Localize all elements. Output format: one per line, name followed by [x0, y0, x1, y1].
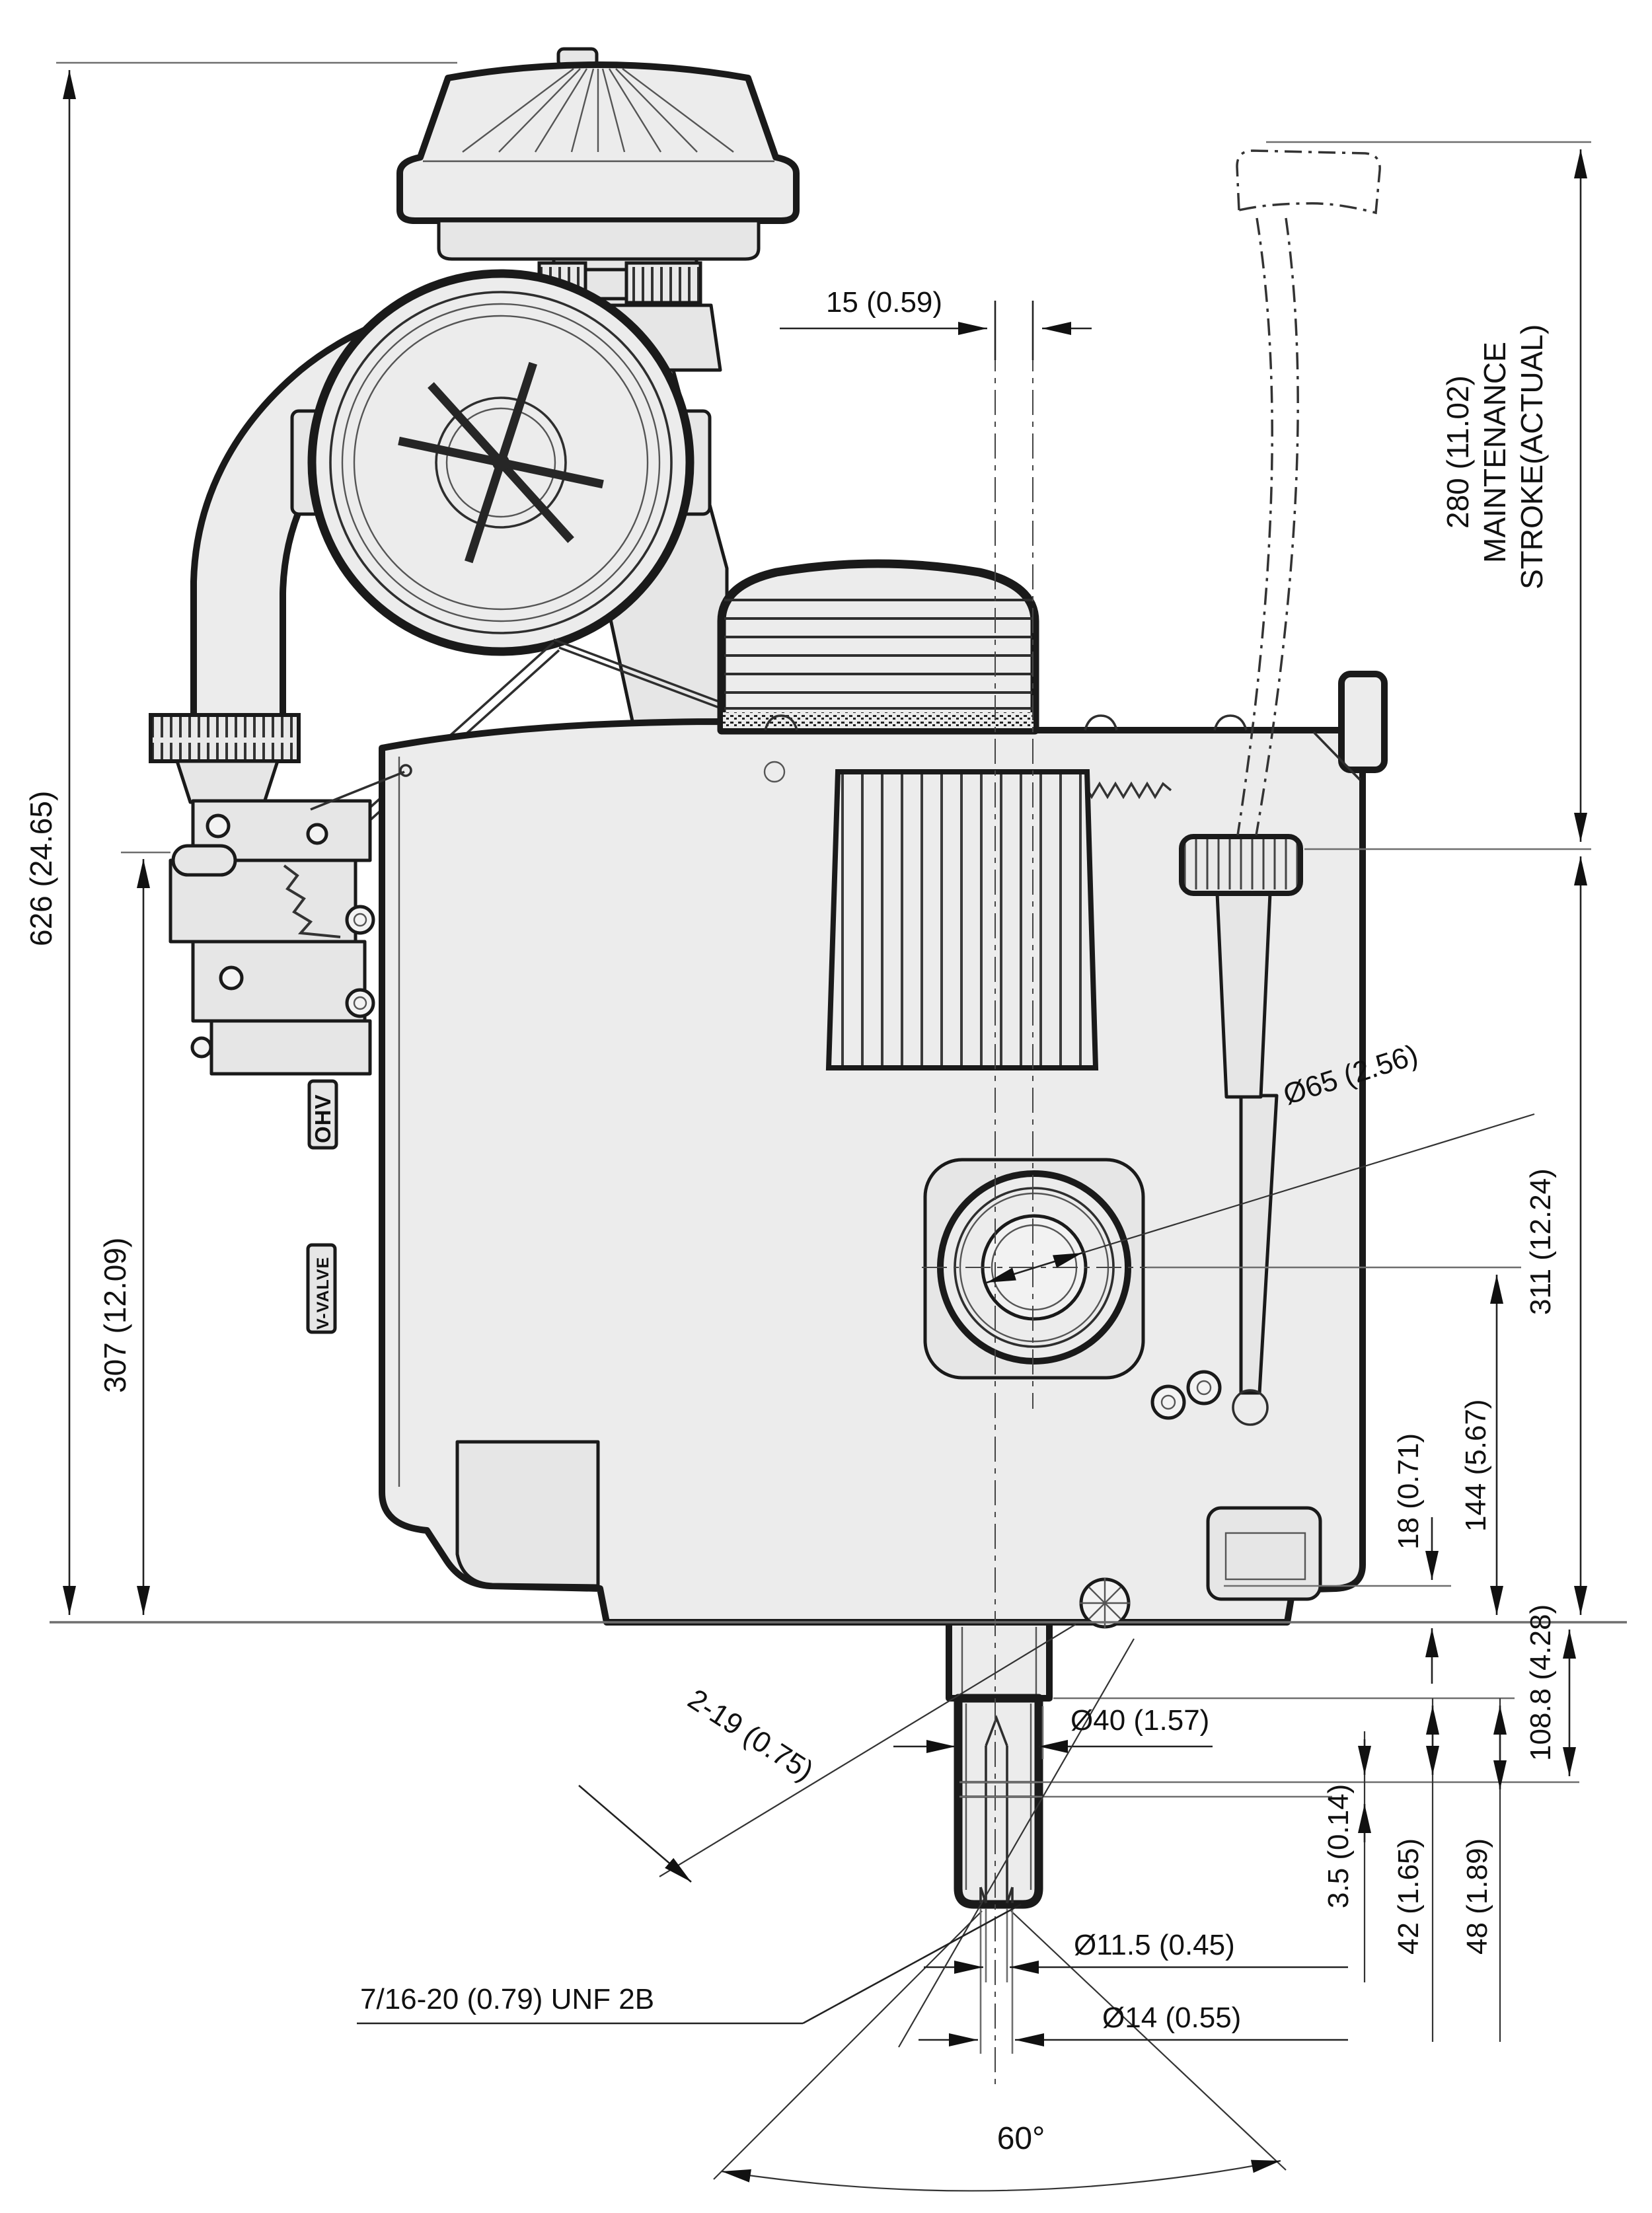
fuel-inlet-fitting: [171, 844, 237, 877]
oil-filler: [1179, 834, 1303, 1099]
centerlines: [922, 303, 1155, 2088]
badge-ohv-plate: OHV: [307, 1079, 338, 1150]
cylinder-fin-stack: [825, 769, 1099, 1070]
air-cleaner-precleaner-cap: [396, 47, 800, 261]
thread-callout-leader: [802, 1903, 1022, 2025]
label-drill-angle: 60°: [997, 2121, 1045, 2156]
reference-lines: [50, 61, 1627, 2054]
neck-clamp-right: [624, 261, 702, 305]
badge-vvalve-label: V-VALVE: [314, 1257, 332, 1330]
label-shaft-dia: Ø40 (1.57): [1070, 1704, 1209, 1737]
label-maintenance-value: 280 (11.02): [1441, 375, 1475, 529]
label-overall-height: 626 (24.65): [24, 791, 58, 946]
precleaner-pleats: [423, 68, 774, 163]
mount-hole-symbol: [1079, 1577, 1131, 1629]
dim-line-mount-holes: [578, 1785, 692, 1883]
dipstick-raised-phantom: [1236, 149, 1381, 836]
output-shaft: [946, 1619, 1053, 1909]
badge-ohv-label: OHV: [311, 1094, 335, 1143]
label-maintenance-line1: MAINTENANCE: [1478, 342, 1512, 563]
cylinder-head-fin-dome: [717, 559, 1039, 735]
oil-filler-cap: [1179, 834, 1303, 896]
ext-line-mount-holes-a: [659, 1624, 1076, 1877]
crankcase-boss: [946, 1619, 1053, 1702]
elbow-hose-clamp: [149, 713, 301, 763]
label-pilot-dia: Ø14 (0.55): [1102, 2002, 1241, 2034]
carb-inlet-duct: [175, 759, 280, 804]
label-pan-step-height: 18 (0.71): [1392, 1433, 1425, 1550]
label-shaft-length: 108.8 (4.28): [1524, 1604, 1557, 1761]
label-pto-face-height: 311 (12.24): [1524, 1168, 1557, 1315]
label-offset-top: 15 (0.59): [826, 286, 942, 319]
lower-right-fitting: [1206, 1506, 1322, 1601]
badge-vvalve-plate: V-VALVE: [306, 1243, 337, 1334]
engine-illustration: OHV V-VALVE: [149, 47, 1388, 2192]
label-thread-spec: 7/16-20 (0.79) UNF 2B: [360, 1983, 654, 2015]
air-cleaner-canister: [290, 269, 712, 656]
carburetor-cluster: [169, 764, 412, 1076]
label-groove-pos2: 48 (1.89): [1461, 1838, 1493, 1955]
label-mount-holes: 2-19 (0.75): [682, 1683, 819, 1787]
label-groove-width: 3.5 (0.14): [1322, 1784, 1355, 1908]
label-groove-pos1: 42 (1.65): [1392, 1838, 1425, 1955]
shaft-dia40: [954, 1694, 1043, 1909]
shroud-corner: [1338, 671, 1388, 773]
dimension-lines: [63, 70, 1587, 2048]
label-pilot-dia-minor: Ø11.5 (0.45): [1074, 1929, 1235, 1961]
engine-block: [379, 718, 1366, 1626]
carb-spring: [283, 864, 341, 938]
tapped-hole: [979, 1714, 1014, 1904]
dim-line-pto-bore: [986, 1252, 1083, 1284]
oil-pan-step: [455, 1440, 600, 1588]
label-crank-center-height: 144 (5.67): [1460, 1399, 1492, 1532]
label-maintenance-line2: STROKE(ACTUAL): [1515, 324, 1549, 589]
ext-line-mount-holes-b: [898, 1638, 1135, 2048]
label-carb-height: 307 (12.09): [98, 1238, 132, 1393]
